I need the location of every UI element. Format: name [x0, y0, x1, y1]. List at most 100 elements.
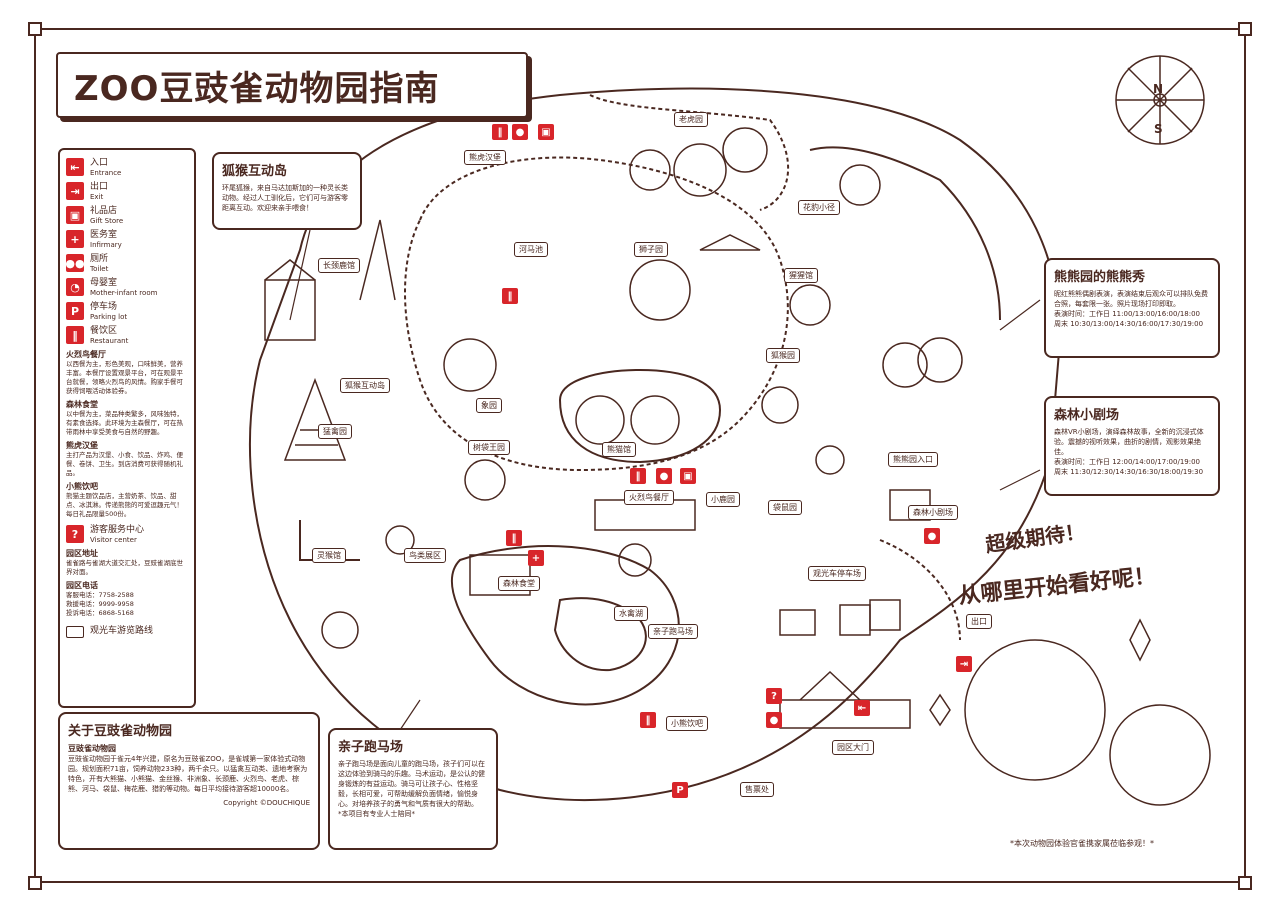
restaurant-desc: 以中餐为主，菜品种类繁多，风味独特，有素食选择。此环境为主森餐厅，可在热带雨林中… — [66, 410, 183, 436]
lemur-island-title: 狐猴互动岛 — [222, 164, 288, 179]
place-label[interactable]: 猛禽园 — [318, 424, 352, 439]
place-label[interactable]: 河马池 — [514, 242, 548, 257]
place-label[interactable]: 狐猴互动岛 — [340, 378, 390, 393]
restaurant-desc: 主打产品为汉堡、小食、饮品、炸鸡、便餐、卷饼、卫生。到店消费可获得随机礼品。 — [66, 451, 183, 477]
place-label[interactable]: 小熊饮吧 — [666, 716, 708, 731]
place-label[interactable]: 狮子园 — [634, 242, 668, 257]
place-label[interactable]: 火烈鸟餐厅 — [624, 490, 674, 505]
contact-line: 救援电话：9999-9958 — [66, 600, 134, 608]
place-label[interactable]: 象园 — [476, 398, 502, 413]
legend-label-en: Gift Store — [90, 217, 124, 225]
place-label[interactable]: 熊猫馆 — [602, 442, 636, 457]
place-label[interactable]: 观光车停车场 — [808, 566, 866, 581]
place-label[interactable]: 森林小剧场 — [908, 505, 958, 520]
toilet-icon[interactable]: ● — [766, 712, 782, 728]
restaurant-desc: 熊猫主题饮品店，主营奶茶、饮品、甜点、冰淇淋。传递熊熊的可爱逗趣元气！每日礼品限… — [66, 492, 183, 518]
contact-line: 投诉电话：6868-5168 — [66, 609, 134, 617]
toilet-icon[interactable]: ● — [656, 468, 672, 484]
place-label[interactable]: 小鹿园 — [706, 492, 740, 507]
forest-theater-time-weekday: 表演时间：工作日 12:00/14:00/17:00/19:00 — [1054, 458, 1200, 466]
address-text: 雀雀路与雀湖大道交汇处，豆豉雀湖底世界对面。 — [66, 559, 183, 576]
restaurant-icon[interactable]: ‖ — [492, 124, 508, 140]
map-title: ZOO豆豉雀动物园指南 — [56, 52, 528, 118]
address-title: 园区地址 — [66, 549, 98, 558]
legend-label-en: Toilet — [90, 265, 109, 273]
toilet-icon[interactable]: ● — [512, 124, 528, 140]
place-label[interactable]: 园区大门 — [832, 740, 874, 755]
restaurant-icon[interactable]: ‖ — [506, 530, 522, 546]
legend-label-en: Exit — [90, 193, 104, 201]
gift-store-icon: ▣ — [66, 206, 84, 224]
place-label[interactable]: 狐猴园 — [766, 348, 800, 363]
place-label[interactable]: 售票处 — [740, 782, 774, 797]
legend-label: 医务室 — [90, 230, 118, 240]
place-label[interactable]: 出口 — [966, 614, 992, 629]
legend-label-en: Infirmary — [90, 241, 122, 249]
frame-corner — [1238, 22, 1252, 36]
place-label[interactable]: 树袋王园 — [468, 440, 510, 455]
visitor-center-icon[interactable]: ? — [766, 688, 782, 704]
restaurant-name: 小熊饮吧 — [66, 482, 98, 491]
about-title: 关于豆豉雀动物园 — [68, 724, 173, 739]
place-label[interactable]: 亲子跑马场 — [648, 624, 698, 639]
parking-icon[interactable]: P — [672, 782, 688, 798]
entrance-icon: ⇤ — [66, 158, 84, 176]
legend-label: 母婴室 — [90, 278, 118, 288]
place-label[interactable]: 森林食堂 — [498, 576, 540, 591]
place-label[interactable]: 鸟类展区 — [404, 548, 446, 563]
bear-show-bubble: 熊熊园的熊熊秀 昵红熊熊偶剧表演，表演结束后观众可以排队免费合照，每套限一张。照… — [1044, 258, 1220, 358]
about-text: 豆豉雀动物园于雀元4年兴建，原名为豆豉雀ZOO，是雀城第一家体验式动物园。规划面… — [68, 755, 308, 793]
visitor-center-icon: ? — [66, 525, 84, 543]
gift-store-icon[interactable]: ▣ — [538, 124, 554, 140]
visitor-center-label: 游客服务中心 — [90, 525, 145, 535]
frame-corner — [1238, 876, 1252, 890]
infirmary-icon[interactable]: + — [528, 550, 544, 566]
restaurant-icon[interactable]: ‖ — [630, 468, 646, 484]
restaurant-icon[interactable]: ‖ — [640, 712, 656, 728]
forest-theater-bubble: 森林小剧场 森林VR小剧场，演绎森林故事，全新的沉浸式体验。震撼的视听效果，曲折… — [1044, 396, 1220, 496]
pony-note: *本项目有专业人士陪同* — [338, 810, 415, 818]
visitor-center-label-en: Visitor center — [90, 536, 137, 544]
restaurant-icon[interactable]: ‖ — [502, 288, 518, 304]
entrance-icon[interactable]: ⇤ — [854, 700, 870, 716]
forest-theater-title: 森林小剧场 — [1054, 408, 1120, 423]
place-label[interactable]: 熊熊园入口 — [888, 452, 938, 467]
place-label[interactable]: 长颈鹿馆 — [318, 258, 360, 273]
restaurant-name: 熊虎汉堡 — [66, 441, 98, 450]
about-bubble: 关于豆豉雀动物园 豆豉雀动物园 豆豉雀动物园于雀元4年兴建，原名为豆豉雀ZOO，… — [58, 712, 320, 850]
legend-label-en: Mother-infant room — [90, 289, 158, 297]
bear-show-time-weekday: 表演时间：工作日 11:00/13:00/16:00/18:00 — [1054, 310, 1200, 318]
legend-label: 入口 — [90, 158, 109, 168]
toilet-icon: ●● — [65, 254, 85, 272]
copyright: Copyright ©DOUCHIQUE — [223, 799, 310, 807]
lemur-island-text: 环尾狐猴，来自马达加斯加的一种灵长类动物。经过人工驯化后，它们可与游客零距离互动… — [222, 184, 348, 212]
contact-title: 园区电话 — [66, 581, 98, 590]
place-label[interactable]: 猩猩馆 — [784, 268, 818, 283]
compass-south: S — [1154, 122, 1163, 136]
route-legend-label: 观光车游览路线 — [90, 626, 154, 636]
bear-show-text: 昵红熊熊偶剧表演，表演结束后观众可以排队免费合照，每套限一张。照片现场打印即取。 — [1054, 290, 1208, 308]
place-label[interactable]: 花豹小径 — [798, 200, 840, 215]
gift-store-icon[interactable]: ▣ — [680, 468, 696, 484]
route-legend: 观光车游览路线 — [66, 626, 188, 638]
legend-label: 出口 — [90, 182, 109, 192]
place-label[interactable]: 灵猴馆 — [312, 548, 346, 563]
mother-infant-icon: ◔ — [66, 278, 84, 296]
place-label[interactable]: 老虎园 — [674, 112, 708, 127]
place-label[interactable]: 水禽湖 — [614, 606, 648, 621]
forest-theater-text: 森林VR小剧场，演绎森林故事，全新的沉浸式体验。震撼的视听效果，曲折的剧情，观影… — [1054, 428, 1204, 456]
place-label[interactable]: 袋鼠园 — [768, 500, 802, 515]
about-subtitle: 豆豉雀动物园 — [68, 744, 116, 753]
place-label[interactable]: 熊虎汉堡 — [464, 150, 506, 165]
infirmary-icon: + — [66, 230, 84, 248]
toilet-icon[interactable]: ● — [924, 528, 940, 544]
exit-icon[interactable]: ⇥ — [956, 656, 972, 672]
